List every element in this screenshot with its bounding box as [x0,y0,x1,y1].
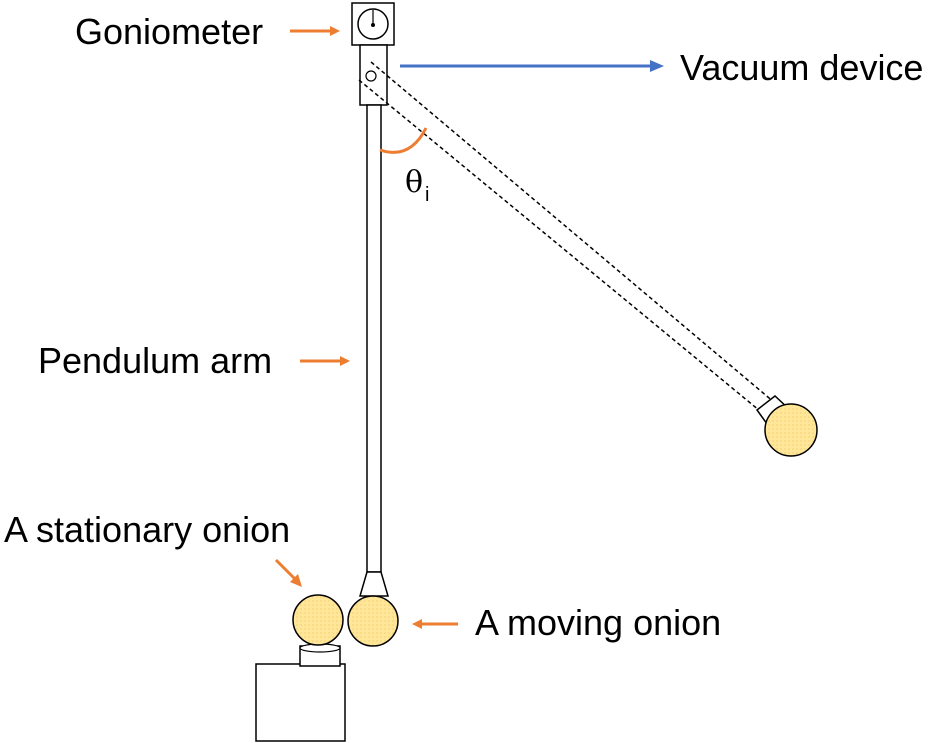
pendulum-arm [359,104,389,597]
angle-label: θ [405,165,423,200]
moving-onion-arrow [412,619,458,629]
stand-base [255,663,346,742]
stationary-onion-arrow [274,558,302,587]
vacuum-device [359,44,388,106]
pendulum-arm-label: Pendulum arm [38,340,272,381]
moving-onion [347,595,399,647]
stationary-onion-assembly [255,594,346,742]
vacuum-device-arrow [400,60,664,72]
goniometer-label: Goniometer [75,11,263,52]
pendulum-arm-arrow [300,356,350,366]
moving-onion-label: A moving onion [475,602,721,643]
stationary-onion-label: A stationary onion [4,509,290,550]
swung-pendulum-arm [358,61,818,457]
pivot-icon [365,70,377,82]
arm-nozzle [359,571,389,597]
angle-arc [379,127,428,154]
goniometer [351,2,395,46]
vacuum-device-label: Vacuum device [680,47,923,88]
swung-onion [764,403,818,457]
stationary-onion [292,594,344,646]
angle-subscript: i [425,184,429,206]
goniometer-arrow [290,26,340,36]
